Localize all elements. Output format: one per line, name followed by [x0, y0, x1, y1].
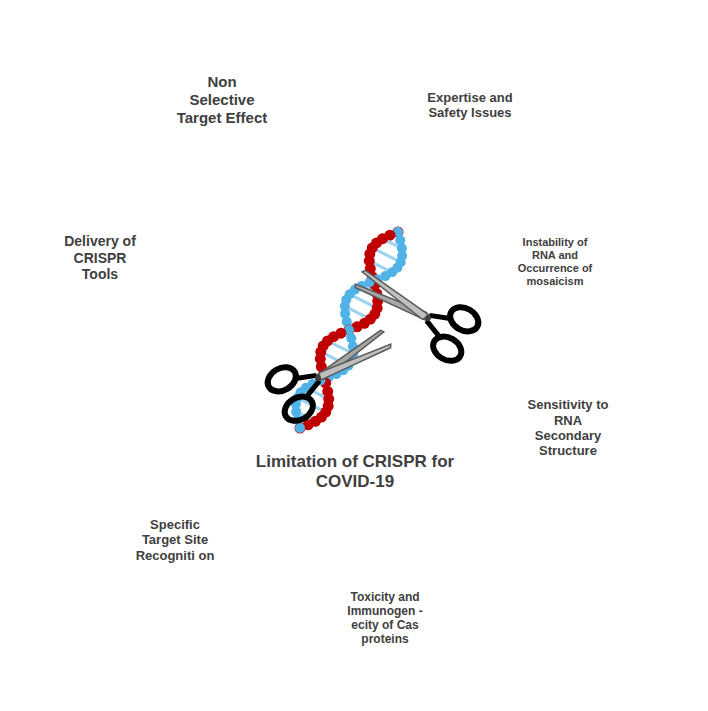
limitation-label: Delivery of CRISPR Tools — [54, 233, 146, 283]
limitation-circle: Sensitivity to RNA Secondary Structure — [511, 371, 625, 485]
limitation-circle: Toxicity and Immunogen -ecity of Cas pro… — [328, 561, 442, 675]
limitation-label: Toxicity and Immunogen -ecity of Cas pro… — [339, 590, 431, 647]
limitation-label: Instability of RNA and Occurrence of mos… — [511, 236, 600, 288]
limitation-circle: Expertise and Safety Issues — [415, 50, 525, 160]
outer-ring — [3, 5, 705, 707]
dna-helix — [291, 227, 407, 434]
center-title: Limitation of CRISPR for COVID-19 — [230, 452, 480, 492]
limitation-label: Expertise and Safety Issues — [426, 90, 515, 121]
scissors — [345, 254, 483, 366]
scissors — [263, 314, 401, 426]
inner-ring — [122, 128, 586, 592]
limitation-circle: Delivery of CRISPR Tools — [43, 201, 157, 315]
limitation-label: Non Selective Target Effect — [176, 73, 268, 126]
center-circle: Limitation of CRISPR for COVID-19 — [217, 230, 493, 506]
limitation-circle: Specific Target Site Recogniti on — [120, 485, 230, 595]
limitation-label: Sensitivity to RNA Secondary Structure — [522, 397, 614, 458]
limitation-label: Specific Target Site Recogniti on — [131, 517, 220, 563]
limitation-circle: Non Selective Target Effect — [165, 43, 279, 157]
limitation-circle: Instability of RNA and Occurrence of mos… — [500, 207, 610, 317]
